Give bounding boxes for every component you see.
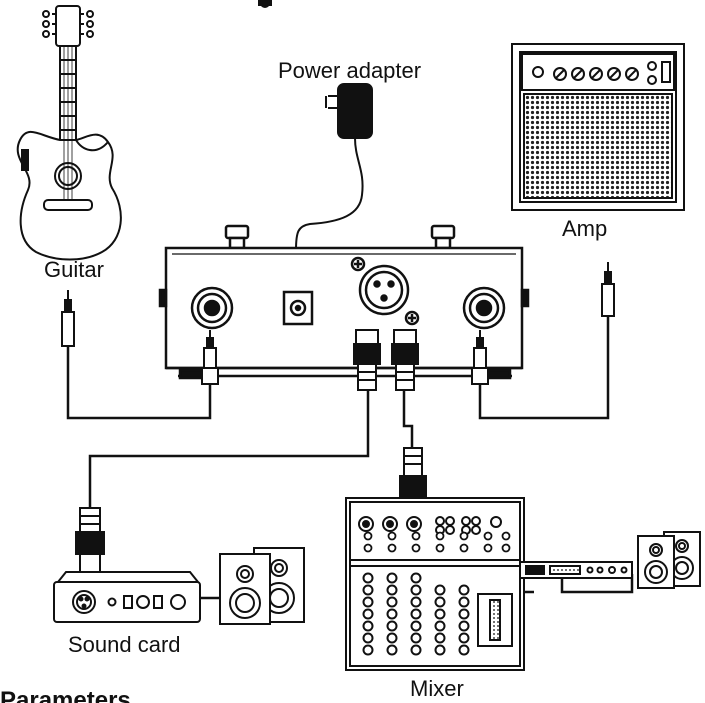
mixer-knob xyxy=(458,620,470,632)
guitar-illustration xyxy=(16,5,122,261)
mixer-knob xyxy=(435,531,445,541)
mixer-knob xyxy=(483,543,493,553)
amp-cable-plug xyxy=(601,262,615,317)
mixer-knob xyxy=(458,608,470,620)
power-adapter-label: Power adapter xyxy=(278,58,421,83)
parameters-heading: Parameters xyxy=(0,687,131,703)
mixer-knob xyxy=(387,543,397,553)
processor-illustration xyxy=(519,561,633,579)
mixer-label: Mixer xyxy=(410,676,464,701)
soundcard-xlr-plug xyxy=(75,507,105,579)
mixer-knob xyxy=(458,632,470,644)
mixer-knob xyxy=(386,608,398,620)
mixer-knob xyxy=(434,620,446,632)
mixer-knob xyxy=(386,620,398,632)
header-fragment xyxy=(258,0,272,8)
sound-card-label: Sound card xyxy=(68,632,181,657)
mixer-knob xyxy=(434,608,446,620)
power-adapter-illustration xyxy=(289,83,373,277)
amp-label: Amp xyxy=(562,216,607,241)
sound-card-speakers xyxy=(219,547,305,625)
sound-card-illustration xyxy=(53,571,201,623)
xlr-plugs xyxy=(353,329,419,391)
mixer-knob xyxy=(410,596,422,608)
mixer-knob xyxy=(459,543,469,553)
mixer-knob xyxy=(410,584,422,596)
mixer-knob xyxy=(386,584,398,596)
amp-illustration xyxy=(511,43,685,211)
mixer-knob xyxy=(458,584,470,596)
mixer-knob xyxy=(386,644,398,656)
mixer-knob xyxy=(434,584,446,596)
mixer-knob xyxy=(387,531,397,541)
mixer-knob xyxy=(435,543,445,553)
mixer-knob xyxy=(411,531,421,541)
mixer-knob xyxy=(434,644,446,656)
mixer-knob xyxy=(410,644,422,656)
mixer-knob xyxy=(483,531,493,541)
mixer-knob xyxy=(501,531,511,541)
mixer-knob xyxy=(410,632,422,644)
mixer-knob xyxy=(362,620,374,632)
mixer-knob xyxy=(362,596,374,608)
mixer-knob xyxy=(386,632,398,644)
mixer-knob xyxy=(410,572,422,584)
mixer-knob xyxy=(411,543,421,553)
mixer-knob xyxy=(386,572,398,584)
mixer-knob xyxy=(362,644,374,656)
guitar-label: Guitar xyxy=(44,257,104,282)
mixer-knob xyxy=(434,596,446,608)
mixer-knob xyxy=(458,644,470,656)
mixer-knob xyxy=(410,608,422,620)
mixer-knob xyxy=(501,543,511,553)
mixer-knob xyxy=(459,531,469,541)
mixer-knob xyxy=(363,543,373,553)
mixer-knob xyxy=(386,596,398,608)
mixer-knob xyxy=(363,531,373,541)
mixer-knob xyxy=(458,596,470,608)
output-plug xyxy=(471,330,489,385)
guitar-cable-plug xyxy=(61,290,75,347)
mixer-speakers xyxy=(637,531,701,589)
mixer-knob xyxy=(434,632,446,644)
mixer-fader xyxy=(477,593,513,647)
input-plug xyxy=(201,330,219,385)
pedal-unit xyxy=(158,224,530,380)
mixer-knob xyxy=(362,572,374,584)
mixer-knob-grid xyxy=(362,531,511,656)
mixer-knob xyxy=(410,620,422,632)
mixer-knob xyxy=(362,584,374,596)
mixer-knob xyxy=(362,608,374,620)
mixer-knob xyxy=(362,632,374,644)
